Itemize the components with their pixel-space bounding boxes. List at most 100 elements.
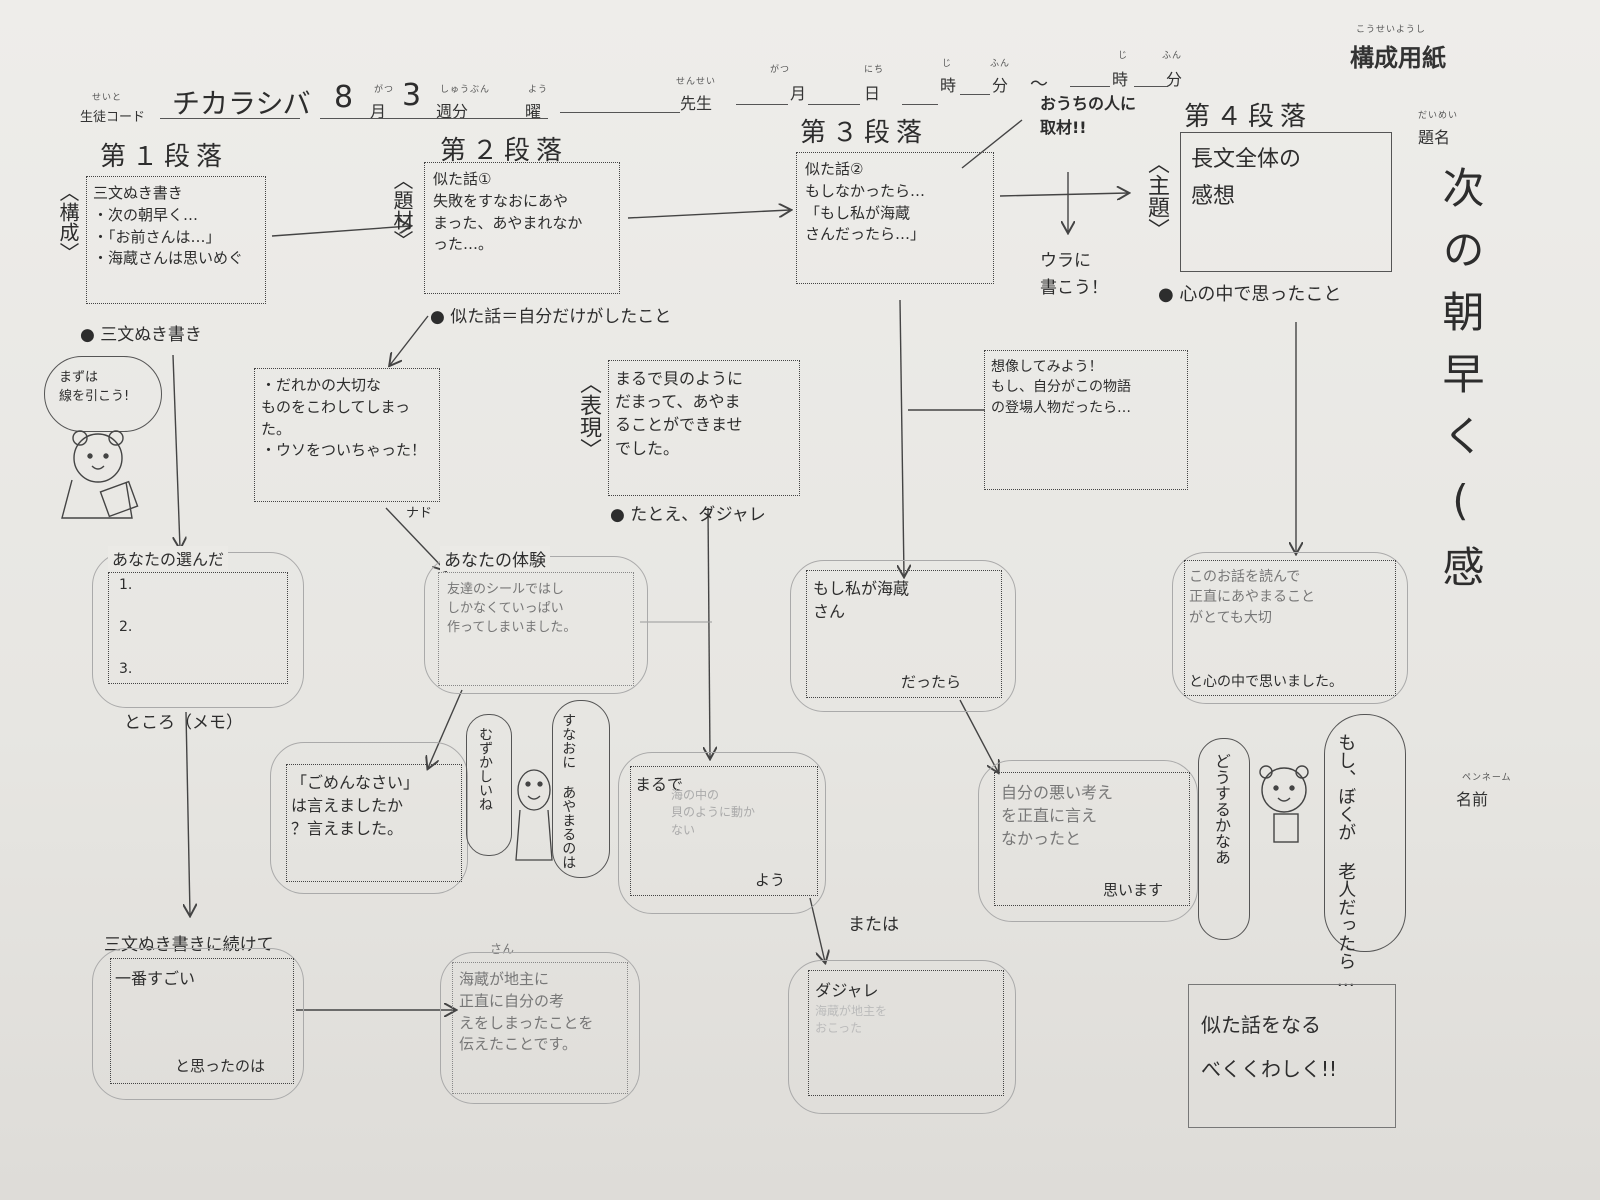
p3-similar-box: 似た話② もしなかったら… 「もし私が海蔵 さんだったら…」 [796,152,994,284]
student-code-label: 生徒コード [80,109,146,124]
hyogen-side-label: 〈表現〉 [576,372,601,460]
title-label-ruby: だいめい [1418,111,1459,121]
time-m-ruby: ふん [990,59,1011,69]
p3-dattara: だったら [901,673,962,691]
p2-note: ● 似た話＝自分だけがしたこと [430,307,672,327]
p3-interview: おうちの人に 取材!! [1040,94,1137,137]
time-tilde: 〜 [1030,74,1048,94]
p2-bubble-difficult: むずかしいね [466,714,512,856]
p2-heading: 第２段落 [440,136,569,166]
p4-theme-box: 長文全体の 感想 [1180,132,1392,272]
p4-bubble-right-text: もし、ぼくが 老人だったら… [1335,733,1357,991]
p1-excerpt-box: 三文ぬき書き ・次の朝早く… ・「お前さんは…」 ・海蔵さんは思いめぐ [86,176,266,304]
cat-icon [515,769,553,861]
youbi-label: 曜 [525,104,542,121]
bear-bubble-text: まずは 線を引こう! [59,370,130,404]
hyogen-mataha: または [848,915,899,935]
hyogen-marude-faint: 海の中の 貝のように動か ない [671,788,756,837]
p3-imagine-box: 想像してみよう！ もし、自分がこの物語 の登場人物だったら… [984,350,1188,490]
p3-ura: ウラに 書こう！ [1040,251,1108,299]
date-month-ruby: がつ [770,65,791,75]
date-day-ruby: にち [864,65,885,75]
p2-gomen-box[interactable]: 「ごめんなさい」 は言えましたか ？言えました。 [286,764,462,882]
p3-moshi-box[interactable]: もし私が海蔵 さん だったら [806,570,1002,698]
p2-kaizo-text: 海蔵が地主に 正直に自分の考 えをしまったことを 伝えたことです。 [459,970,594,1054]
teacher-ruby: せんせい [676,77,717,87]
p4-theme-text: 長文全体の 感想 [1191,147,1302,210]
p1-best-box[interactable]: 一番すごい と思ったのは [110,958,294,1084]
p2-kaizo-box[interactable]: 海蔵が地主に 正直に自分の考 えをしまったことを 伝えたことです。 [452,962,628,1094]
p4-side-label: 〈主題〉 [1144,152,1169,240]
month-ruby: がつ [374,85,395,95]
p2-gomen-cloud [270,742,468,894]
p4-kokoro: と心の中で思いました。 [1189,674,1343,690]
p2-bubble-sunao: すなおに あやまるのは [552,700,610,878]
p2-similar-text: 似た話① 失敗をすなおにあや まった、あやまれなか った…。 [433,170,583,254]
bear-bubble: まずは 線を引こう! [44,356,162,432]
hyogen-note: ● たとえ、ダジャレ [610,505,766,525]
p2-experience-text: 友達のシールではし しかなくていっぱい 作ってしまいました。 [447,582,577,635]
time-m-label: 分 [992,78,1009,95]
p2-kaizo-cloud [440,952,640,1104]
p4-kansou-box[interactable]: このお話を読んで 正直にあやまること がとても大切 と心の中で思いました。 [1184,560,1396,696]
p1-note: ● 三文ぬき書き [80,325,202,345]
p2-experience-box[interactable]: 友達のシールではし しかなくていっぱい 作ってしまいました。 [438,572,634,686]
student-code-value: チカラシバ [172,87,311,120]
p1-choice-box[interactable]: 1. 2. 3. [108,572,288,684]
title-label: 題名 [1418,130,1451,147]
month-value: 8 [334,80,354,115]
hyogen-marude-box[interactable]: まるで 海の中の 貝のように動か ない よう [630,766,818,896]
p2-bubble2-text: すなおに あやまるのは [560,713,577,869]
hyogen-marude: まるで [635,775,684,794]
date-month-label: 月 [790,86,807,103]
penname-label: 名前 [1456,792,1489,809]
hyogen-box: まるで貝のように だまって、あやま ることができませ でした。 [608,360,800,496]
p3-moshi-cloud [790,560,1016,712]
month-label: 月 [370,104,387,121]
date-day-label: 日 [864,86,881,103]
p2-nado: ナド [406,506,433,521]
hyogen-dajare-faint: 海蔵が地主を おこった [815,1004,888,1036]
time2-m-label: 分 [1166,72,1183,89]
title-value: 次の朝早く(感 [1436,166,1485,607]
student-code-ruby: せいと [92,93,123,103]
p2-examples-text: ・だれかの大切な ものをこわしてしまっ た。 ・ウソをついちゃった！ [261,376,427,460]
p4-bubble-right: もし、ぼくが 老人だったら… [1324,714,1406,991]
time-h-ruby: じ [942,59,953,69]
p1-memo: ところ（メモ） [124,713,243,733]
week-value: 3 [402,78,422,113]
p2-bubble1-text: むずかしいね [477,727,493,811]
p3-heading: 第３段落 [800,118,929,148]
youbi-ruby: よう [528,85,549,95]
p4-bubble-left: どうするかなあ [1198,738,1250,940]
hyogen-text: まるで貝のように だまって、あやま ることができませ でした。 [615,369,744,458]
p3-jibun-box[interactable]: 自分の悪い考え を正直に言え なかったと 思います [994,772,1190,906]
time-h-label: 時 [940,78,957,95]
time2-h-label: 時 [1112,72,1129,89]
hyogen-dajare-cloud [788,960,1016,1114]
week-label: 週分 [436,104,469,121]
hyogen-marude-cloud [618,752,826,914]
p1-list-1: 1. [119,577,133,593]
hyogen-you: よう [755,871,786,889]
hyogen-dajare: ダジャレ [815,981,879,1000]
p1-next-label: 三文ぬき書きに続けて [104,935,274,955]
p3-jibun: 自分の悪い考え を正直に言え なかったと [1001,783,1114,849]
p4-bubble-left-text: どうするかなあ [1212,753,1231,865]
sheet-title: 構成用紙 [1350,45,1446,72]
p1-side-label: 〈構成〉 [56,182,80,262]
p3-imagine-text: 想像してみよう！ もし、自分がこの物語 の登場人物だったら… [991,359,1131,416]
p3-omoimasu: 思います [1103,881,1164,899]
p1-heading: 第１段落 [100,142,229,172]
p3-similar-text: 似た話② もしなかったら… 「もし私が海蔵 さんだったら…」 [805,160,926,244]
hyogen-dajare-box[interactable]: ダジャレ 海蔵が地主を おこった [808,970,1004,1096]
p1-cloud-label: あなたの選んだ [108,546,229,570]
p1-excerpt-text: 三文ぬき書き ・次の朝早く… ・「お前さんは…」 ・海蔵さんは思いめぐ [93,184,244,268]
p4-kansou: このお話を読んで 正直にあやまること がとても大切 [1189,569,1315,626]
p4-kansou-cloud [1172,552,1408,704]
p3-jibun-cloud [978,760,1198,922]
p2-cloud-label: あなたの体験 [440,546,550,571]
time2-h-ruby: じ [1118,51,1129,61]
